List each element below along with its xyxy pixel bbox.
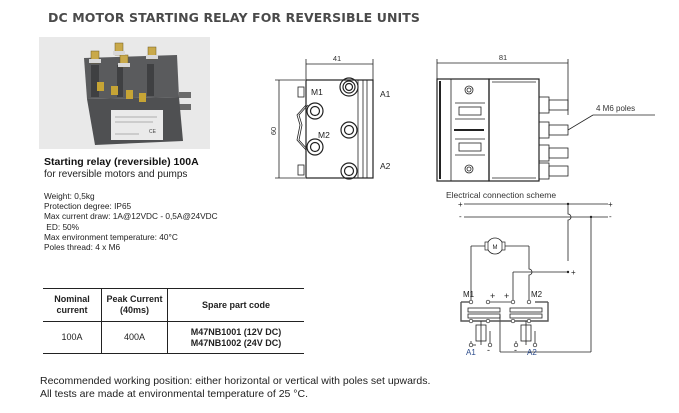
motor-label: M (493, 245, 498, 251)
header-text: Peak Current (106, 294, 163, 304)
poles-label: 4 M6 poles (596, 104, 635, 113)
table-header-row: Nominal current Peak Current (40ms) Spar… (43, 288, 304, 322)
part-code: M47NB1001 (12V DC) (190, 326, 282, 337)
spec-max-temp: Max environment temperature: 40°C (44, 231, 178, 242)
svg-text:CE: CE (149, 129, 157, 135)
spec-list: Weight: 0,5kg Protection degree: IP65 Ma… (44, 191, 218, 252)
terminal-a2-label: A2 (380, 161, 391, 171)
footer-line-temperature: All tests are made at environmental temp… (40, 388, 308, 400)
branch-plus: + (571, 268, 576, 277)
motor-symbol: M (484, 237, 506, 255)
terminal-m1-label: M1 (311, 87, 323, 97)
terminal-m2: M2 (531, 290, 543, 299)
rail-plus-left: + (458, 200, 463, 209)
front-view-drawing: 41 60 M1 M2 A1 A2 (270, 54, 391, 180)
header-text: (40ms) (119, 305, 149, 315)
spec-current-draw: Max current draw: 1A@12VDC - 0,5A@24VDC (44, 211, 218, 222)
coil1-minus: - (487, 345, 490, 355)
header-nominal-current: Nominal current (43, 288, 102, 322)
terminal-m1: M1 (463, 290, 475, 299)
height-label: 60 (270, 127, 278, 135)
relay2-plus: + (504, 291, 509, 301)
rail-minus-left: - (459, 212, 462, 221)
terminal-a1: A1 (466, 348, 476, 355)
spec-protection: Protection degree: IP65 (44, 201, 132, 212)
terminal-a2: A2 (527, 348, 537, 355)
page-title: DC MOTOR STARTING RELAY FOR REVERSIBLE U… (48, 10, 421, 25)
cell-nominal: 100A (43, 321, 102, 354)
side-view-drawing: 81 4 M6 poles (436, 53, 655, 182)
header-peak-current: Peak Current (40ms) (101, 288, 168, 322)
header-text: current (56, 305, 88, 315)
poles-leader-line (567, 114, 594, 131)
parts-table: Nominal current Peak Current (40ms) Spar… (43, 288, 304, 354)
product-subtitle: for reversible motors and pumps (44, 169, 188, 180)
side-width-label: 81 (499, 53, 507, 62)
cell-codes: M47NB1001 (12V DC) M47NB1002 (24V DC) (167, 321, 304, 354)
footer-line-position: Recommended working position: either hor… (40, 375, 431, 387)
rail-minus-right: - (609, 212, 612, 221)
header-text: Nominal (54, 294, 90, 304)
relay-illustration: CE (84, 42, 191, 145)
terminal-dots (468, 299, 538, 348)
header-text: Spare part code (201, 299, 271, 310)
cell-peak: 400A (101, 321, 168, 354)
scheme-title: Electrical connection scheme (446, 190, 557, 200)
relay1-plus: + (490, 291, 495, 301)
front-terminals (306, 77, 359, 180)
table-row: 100A 400A M47NB1001 (12V DC) M47NB1002 (… (43, 321, 304, 354)
coil2-minus: - (514, 345, 517, 355)
width-label: 41 (333, 54, 341, 63)
rail-plus-right: + (608, 200, 613, 209)
product-title: Starting relay (reversible) 100A (44, 156, 199, 168)
header-spare-part-code: Spare part code (167, 288, 304, 322)
electrical-scheme: M + - + - + + + M1 M2 A1 - - A2 (458, 200, 613, 355)
spec-duty: ED: 50% (44, 221, 80, 232)
spec-weight: Weight: 0,5kg (44, 191, 95, 201)
part-code: M47NB1002 (24V DC) (190, 337, 282, 348)
terminal-m2-label: M2 (318, 130, 330, 140)
relay-photo: CE (39, 37, 210, 149)
footer-notes: Recommended working position: either hor… (40, 375, 430, 401)
spec-poles-thread: Poles thread: 4 x M6 (44, 242, 121, 253)
terminal-a1-label: A1 (380, 89, 391, 99)
